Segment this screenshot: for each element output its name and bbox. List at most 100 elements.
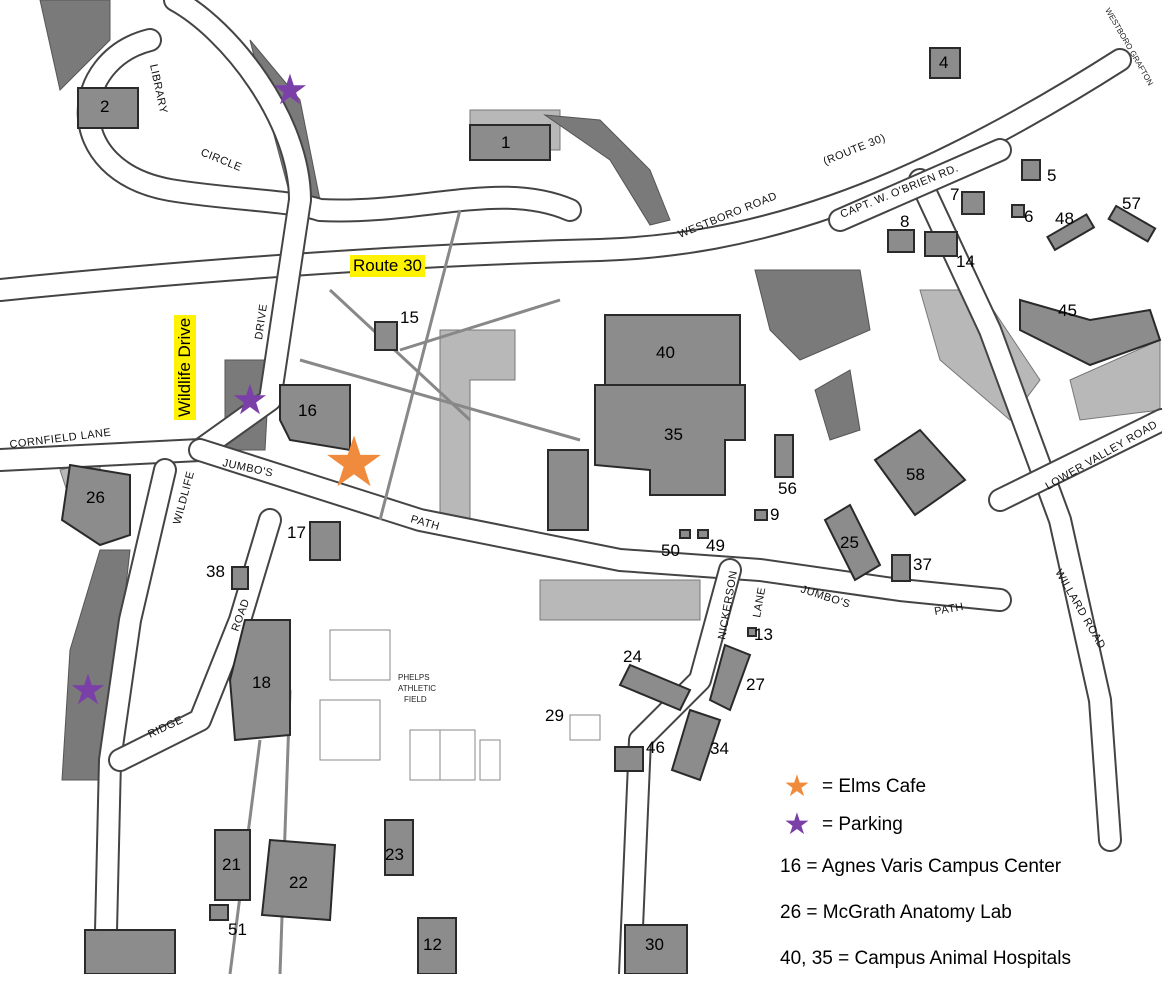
legend-item-26: 26 = McGrath Anatomy Lab [780,902,1012,923]
building-48 [1046,213,1096,252]
legend-elms-cafe-label: = Elms Cafe [822,776,927,797]
map-stars: ★ ★ ★ ★ [69,66,385,713]
building-5 [1021,159,1041,181]
building-8 [887,229,915,253]
label-path-2: PATH [933,601,964,618]
label-b18: 18 [252,673,271,692]
label-b51: 51 [228,920,247,939]
label-b40: 40 [656,343,675,362]
label-drive: DRIVE [253,303,270,340]
building-46 [614,746,644,772]
building-13 [747,627,757,637]
buildings [60,47,1162,974]
parking-star-icon[interactable]: ★ [271,66,309,113]
label-b35: 35 [664,425,683,444]
label-b37: 37 [913,555,932,574]
label-b17: 17 [287,523,306,542]
building-50 [679,529,691,539]
label-b34: 34 [710,739,729,758]
building-4 [929,47,961,79]
label-b26: 26 [86,488,105,507]
label-b4: 4 [939,53,948,72]
legend-elms-cafe: ★ = Elms Cafe [780,768,1160,806]
label-athletic: ATHLETIC [398,684,436,693]
legend-item-40-35: 40, 35 = Campus Animal Hospitals [780,948,1071,969]
label-b29: 29 [545,706,564,725]
legend-parking-label: = Parking [822,814,903,835]
building-14 [924,231,958,257]
label-b22: 22 [289,873,308,892]
building-38 [231,566,249,590]
route-30-highlight: Route 30 [350,255,425,277]
wildlife-drive-highlight: Wildlife Drive [174,314,196,420]
building-25 [823,503,882,582]
label-b49: 49 [706,536,725,555]
map-legend: ★ = Elms Cafe ★ = Parking 16 = Agnes Var… [780,768,1160,982]
label-b48: 48 [1055,209,1074,228]
building-37 [891,554,911,582]
label-route-30-paren: (ROUTE 30) [822,132,888,168]
building-7 [961,191,985,215]
building-26 [60,463,131,547]
label-b24: 24 [623,647,642,666]
building-34 [670,708,722,782]
label-b56: 56 [778,479,797,498]
label-b16: 16 [298,401,317,420]
parking-star-icon[interactable]: ★ [69,666,107,713]
elms-cafe-star-icon[interactable]: ★ [323,423,386,501]
label-b25: 25 [840,533,859,552]
label-phelps: PHELPS [398,673,430,682]
building-51 [209,904,229,921]
label-b38: 38 [206,562,225,581]
building-49 [697,529,709,539]
building-16 [279,384,351,452]
building-28 [84,929,176,974]
label-b21: 21 [222,855,241,874]
label-b9: 9 [770,505,779,524]
building-6 [1011,204,1025,218]
label-b2: 2 [100,97,109,116]
label-b8: 8 [900,212,909,231]
label-b50: 50 [661,541,680,560]
label-library: LIBRARY [147,63,169,115]
label-lower-valley-road: LOWER VALLEY ROAD [1044,419,1160,493]
building-56 [774,434,794,478]
label-b27: 27 [746,675,765,694]
label-b1: 1 [501,133,510,152]
label-field: FIELD [404,695,427,704]
label-b13: 13 [754,625,773,644]
label-b30: 30 [645,935,664,954]
label-b46: 46 [646,738,665,757]
purple-star-icon: ★ [783,808,811,841]
building-17 [309,521,341,561]
label-b57: 57 [1122,194,1141,213]
building-18 [228,619,291,742]
building-12 [417,917,457,974]
label-b14: 14 [956,252,975,271]
label-b45: 45 [1058,301,1077,320]
building-2 [77,87,139,129]
building-24 [618,663,692,712]
label-circle: CIRCLE [199,147,244,174]
label-b7: 7 [950,185,959,204]
building-30 [624,924,688,974]
legend-item-16: 16 = Agnes Varis Campus Center [780,856,1062,877]
building-45 [1019,298,1162,367]
label-b5: 5 [1047,166,1056,185]
label-b23: 23 [385,845,404,864]
label-b58: 58 [906,465,925,484]
building-15 [374,321,398,351]
building-23 [384,819,414,876]
building-numbers: 2 4 1 5 7 6 8 14 48 57 45 15 16 40 35 56… [86,53,1141,954]
parking-star-icon[interactable]: ★ [231,376,269,423]
building-21 [214,829,251,901]
orange-star-icon: ★ [783,770,811,803]
building-9 [754,509,768,521]
building-35-wing [547,449,589,531]
legend-parking: ★ = Parking [780,806,1160,844]
building-22 [260,838,337,922]
building-35 [594,384,746,496]
building-27 [708,643,752,712]
label-lane: LANE [751,586,768,618]
